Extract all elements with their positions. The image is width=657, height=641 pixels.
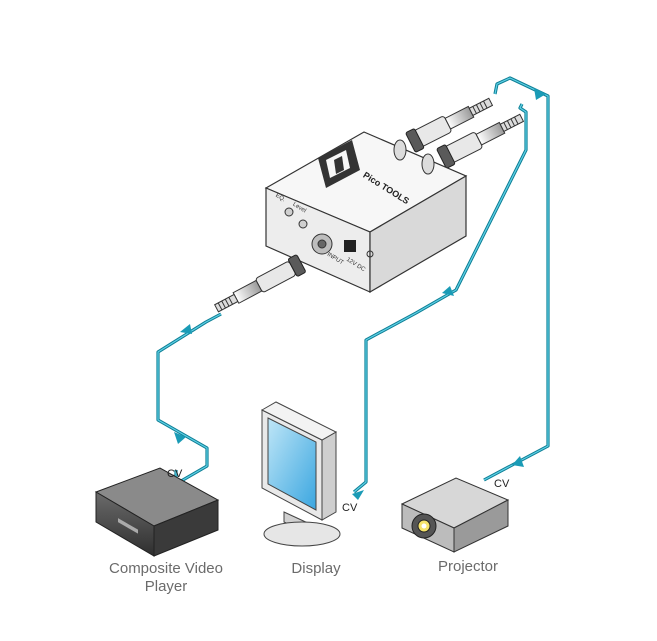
bnc-cables-output bbox=[405, 97, 525, 169]
power-led-icon bbox=[366, 250, 374, 258]
arrow-head bbox=[180, 324, 192, 334]
arrow-head bbox=[174, 432, 186, 444]
display-label: Display bbox=[291, 560, 341, 577]
pico-tools-device bbox=[264, 131, 468, 294]
input-port-pin bbox=[317, 239, 327, 249]
cable-output-to-projector bbox=[483, 76, 550, 482]
cable-player-to-input bbox=[156, 312, 222, 486]
composite-video-player bbox=[94, 467, 220, 557]
flow-arrows bbox=[174, 88, 546, 500]
brand-logo bbox=[318, 140, 360, 188]
output-port-1 bbox=[393, 139, 407, 161]
display-monitor bbox=[260, 401, 341, 547]
cable-output-to-display bbox=[352, 103, 528, 494]
arrow-head bbox=[534, 88, 546, 100]
level-knob bbox=[298, 219, 308, 229]
arrow-head bbox=[512, 456, 524, 467]
player-cv-label: CV bbox=[167, 468, 183, 480]
projector-cv-label: CV bbox=[494, 478, 510, 490]
output-port-2 bbox=[421, 153, 435, 175]
display-cv-label: CV bbox=[342, 502, 358, 514]
bnc-cable-input bbox=[214, 254, 306, 313]
player-label: Composite Video Player bbox=[109, 560, 223, 595]
power-port bbox=[344, 240, 356, 252]
arrow-head bbox=[352, 490, 364, 500]
projector-label: Projector bbox=[437, 558, 499, 575]
arrow-head bbox=[442, 286, 454, 296]
eq-knob bbox=[284, 207, 294, 217]
projector bbox=[400, 477, 510, 553]
